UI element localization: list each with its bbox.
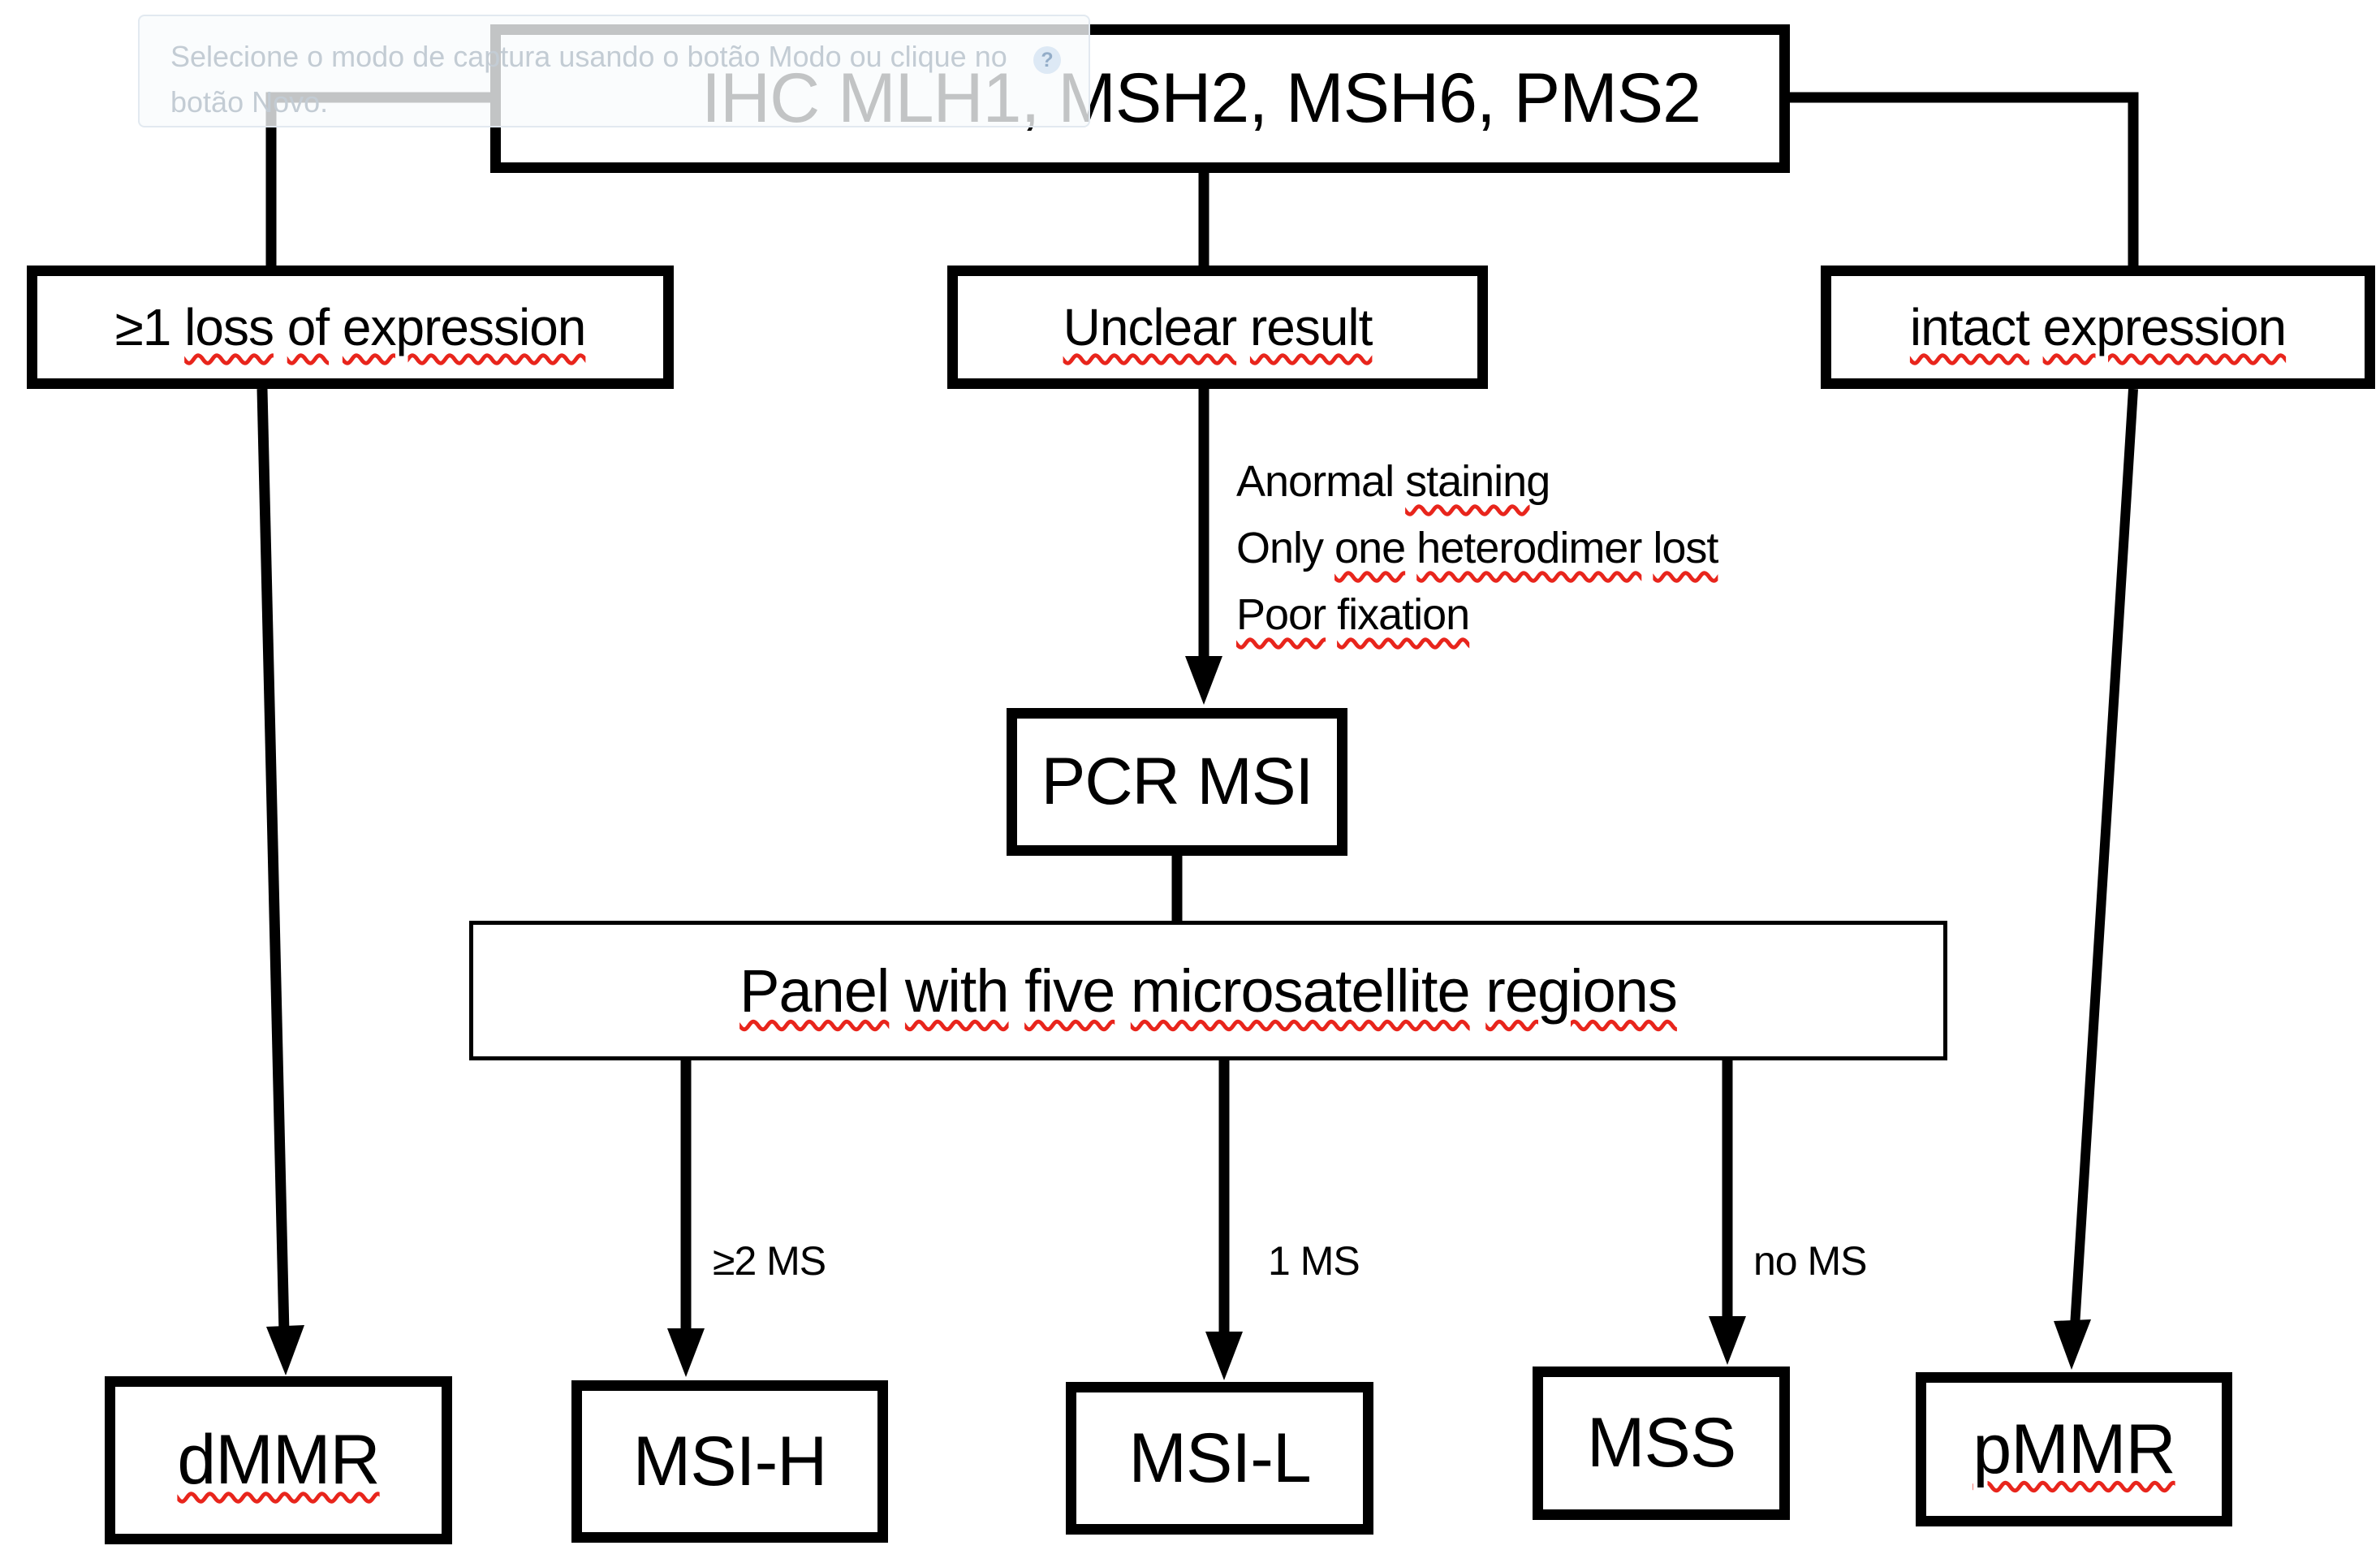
node-loss-label: ≥1 loss of expression — [114, 298, 587, 356]
note-line-1: Anormal staining — [1236, 457, 1550, 506]
node-microsatellite-panel: Panel with five microsatellite regions — [469, 921, 1947, 1060]
node-pcr-msi: PCR MSI — [1007, 708, 1347, 856]
node-mss-label: MSS — [1586, 1404, 1736, 1482]
node-pcr-label: PCR MSI — [1041, 745, 1314, 818]
edge-label-1-ms: 1 MS — [1268, 1238, 1360, 1284]
node-msi-l: MSI-L — [1066, 1382, 1373, 1535]
node-dmmr-label: dMMR — [177, 1421, 380, 1499]
arrowhead-pcr — [1185, 656, 1222, 705]
edge-label-ge2-ms: ≥2 MS — [713, 1238, 826, 1284]
edge-loss-to-dmmr — [257, 388, 290, 1334]
node-dmmr: dMMR — [105, 1376, 452, 1544]
help-icon[interactable]: ? — [1033, 46, 1061, 74]
note-line-3: Poor fixation — [1236, 590, 1470, 639]
arrowhead-mss — [1709, 1316, 1746, 1365]
unclear-reasons-note: Anormal staining Only one heterodimer lo… — [1236, 448, 1718, 648]
toast-text-line2: botão Novo. — [170, 85, 329, 119]
arrowhead-pmmr — [2054, 1319, 2091, 1370]
node-panel-label: Panel with five microsatellite regions — [739, 956, 1678, 1025]
node-pmmr-label: pMMR — [1973, 1410, 2175, 1488]
node-intact-label: intact expression — [1909, 298, 2287, 356]
node-pmmr: pMMR — [1916, 1372, 2232, 1526]
edge-intact-to-pmmr — [2070, 388, 2138, 1328]
edge-ihc-to-intact — [1790, 92, 2139, 266]
node-mss: MSS — [1533, 1367, 1790, 1520]
node-unclear-label: Unclear result — [1063, 298, 1373, 356]
note-line-2: Only one heterodimer lost — [1236, 524, 1718, 572]
toast-text-line1: Selecione o modo de captura usando o bot… — [170, 40, 1007, 73]
arrowhead-msih — [667, 1328, 705, 1377]
arrowhead-msil — [1205, 1332, 1243, 1380]
node-unclear-result: Unclear result — [947, 266, 1488, 389]
node-loss-of-expression: ≥1 loss of expression — [27, 266, 674, 389]
edge-label-no-ms: no MS — [1753, 1238, 1868, 1284]
node-msil-label: MSI-L — [1128, 1418, 1311, 1497]
node-msi-h: MSI-H — [571, 1380, 888, 1543]
arrowhead-dmmr — [266, 1325, 304, 1375]
snipping-tool-toast: Selecione o modo de captura usando o bot… — [138, 15, 1090, 127]
node-msih-label: MSI-H — [632, 1422, 828, 1500]
node-intact-expression: intact expression — [1821, 266, 2375, 389]
